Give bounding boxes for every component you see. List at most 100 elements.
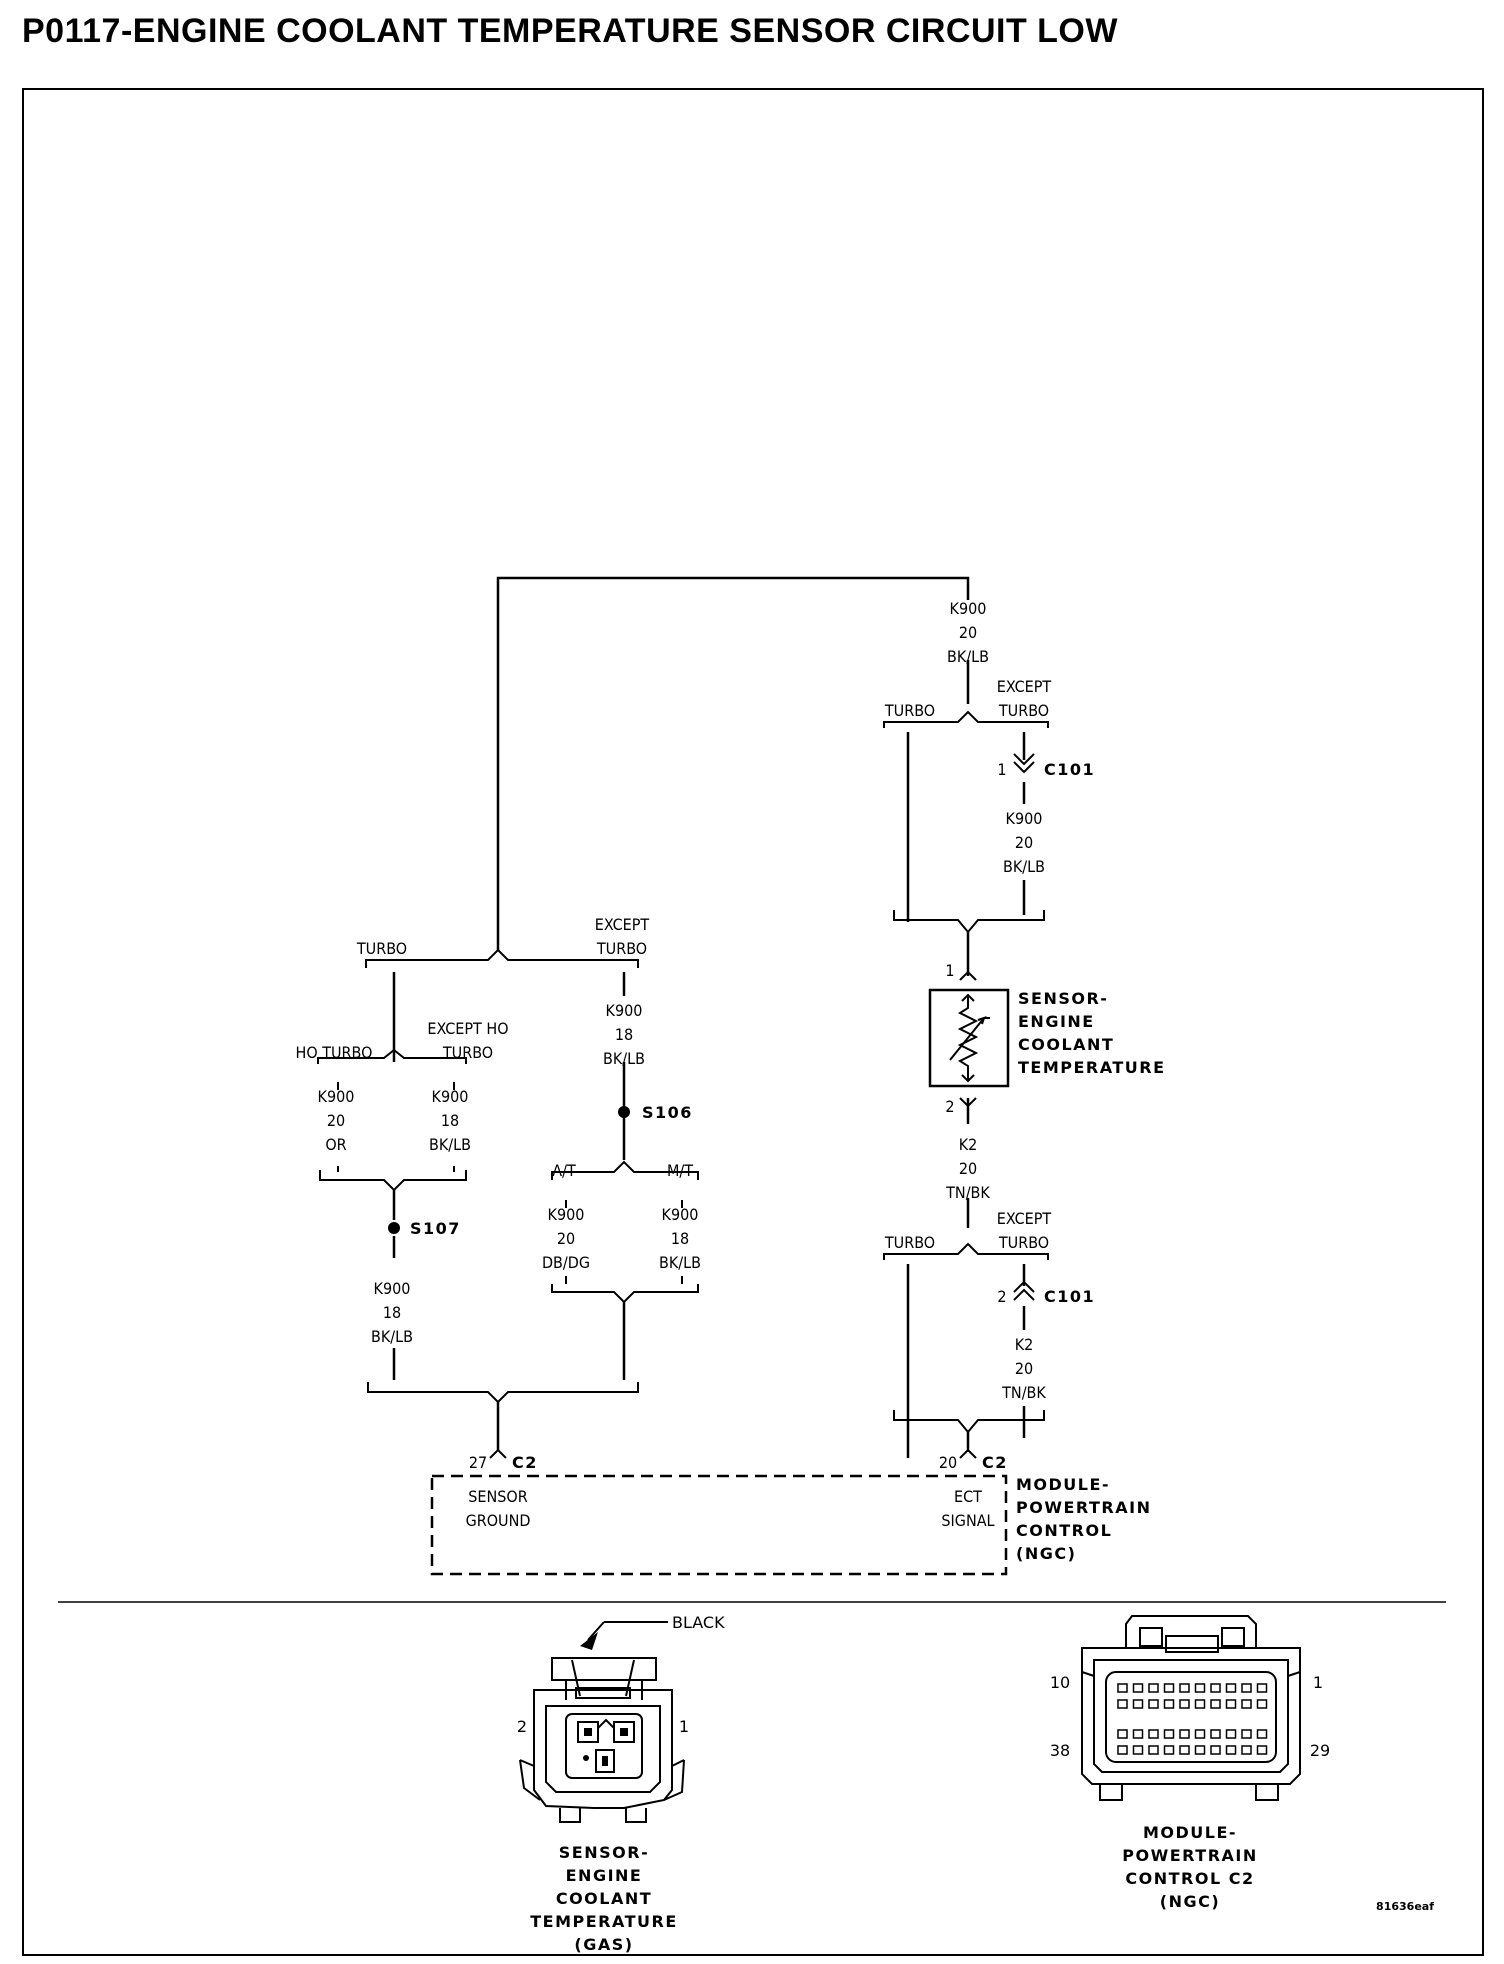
wire-label-except-turbo-circuit: K900: [606, 1001, 643, 1020]
pcm-cavity: [1163, 1683, 1175, 1693]
wire-label-c101-circuit: K900: [1006, 809, 1043, 828]
pcm-label-line-2: POWERTRAIN: [1016, 1498, 1151, 1517]
pcm-cavity: [1179, 1699, 1190, 1709]
pcm-cavity: [1225, 1729, 1237, 1739]
pcm-cavity: [1256, 1745, 1268, 1755]
wire-label-at-circuit: K900: [548, 1205, 585, 1224]
pcm-cavity: [1117, 1683, 1128, 1693]
pcm-cavity: [1210, 1683, 1221, 1693]
wire-label-except-ho-color: BK/LB: [429, 1135, 471, 1154]
wire-label-k2-upper-gauge: 20: [959, 1159, 977, 1178]
wire-label-top-gauge: 20: [959, 623, 977, 642]
pcm-pin-38: 38: [1050, 1741, 1070, 1760]
label-black: BLACK: [672, 1613, 725, 1632]
branch-except-ho-turbo: TURBO: [442, 1043, 493, 1062]
pcm-cavity: [1179, 1683, 1190, 1693]
connector-c2-pin-20: [959, 1448, 977, 1459]
pcm-cavity: [1117, 1745, 1128, 1755]
wire-label-k2-lower-gauge: 20: [1015, 1359, 1033, 1378]
pcm-cavity: [1241, 1745, 1252, 1755]
pcm-cavity: [1210, 1745, 1221, 1755]
ect-caption-line-1: SENSOR-: [559, 1843, 649, 1862]
wire-label-ho-gauge: 20: [327, 1111, 345, 1130]
wire-label-s107-gauge: 18: [383, 1303, 401, 1322]
pcm-label-line-1: MODULE-: [1016, 1475, 1110, 1494]
wire-label-k2-upper-color: TN/BK: [945, 1183, 990, 1202]
pcm-cavity: [1148, 1699, 1159, 1709]
connector-label-c101-lower: C101: [1044, 1287, 1095, 1306]
pin-c101-1: 1: [997, 760, 1006, 779]
sensor-label-line-2: ENGINE: [1018, 1012, 1095, 1031]
pcm-cavity: [1132, 1683, 1144, 1693]
wire-label-except-ho-gauge: 18: [441, 1111, 459, 1130]
ect-caption-line-5: (GAS): [574, 1935, 633, 1954]
connector-sensor-pin-1: [959, 970, 977, 981]
pcm-cavity: [1117, 1729, 1128, 1739]
diagram-frame: [22, 88, 1484, 1956]
wire-label-top-circuit: K900: [950, 599, 987, 618]
page-title: P0117-ENGINE COOLANT TEMPERATURE SENSOR …: [22, 12, 1118, 50]
connector-c101-lower: [1013, 1280, 1035, 1301]
sensor-label-line-1: SENSOR-: [1018, 989, 1108, 1008]
connector-label-c2-left: C2: [512, 1453, 538, 1472]
pcm-module-box: [430, 1474, 1008, 1576]
wire-label-k2-lower-circuit: K2: [1015, 1335, 1034, 1354]
splice-s106-dot: [618, 1106, 630, 1118]
ect-caption-line-4: TEMPERATURE: [530, 1912, 678, 1931]
pcm-cavity: [1256, 1729, 1268, 1739]
pcm-caption-line-1: MODULE-: [1143, 1823, 1237, 1842]
pcm-pin-29: 29: [1310, 1741, 1330, 1760]
pcm-cavity: [1179, 1745, 1190, 1755]
pcm-caption-line-4: (NGC): [1160, 1892, 1220, 1911]
pcm-cavity: [1163, 1729, 1175, 1739]
pcm-cavity: [1163, 1699, 1175, 1709]
wire-label-c101-gauge: 20: [1015, 833, 1033, 852]
pcm-cavity: [1132, 1729, 1144, 1739]
wire-label-s107-circuit: K900: [374, 1279, 411, 1298]
splice-s107-dot: [388, 1222, 400, 1234]
connector-label-c2-right: C2: [982, 1453, 1008, 1472]
pcm-cavity: [1148, 1729, 1159, 1739]
pin-sensor-2: 2: [945, 1097, 954, 1116]
branch-mt: M/T: [667, 1161, 693, 1180]
pcm-cavity: [1225, 1745, 1237, 1755]
pcm-cavity: [1225, 1683, 1237, 1693]
branch-except-top: EXCEPT: [997, 677, 1052, 696]
wire-label-ho-color: OR: [325, 1135, 346, 1154]
pcm-cavity: [1210, 1729, 1221, 1739]
pcm-cavity: [1194, 1745, 1206, 1755]
pcm-ect-signal-line-2: SIGNAL: [941, 1511, 994, 1530]
pin-c2-27: 27: [469, 1453, 487, 1472]
pcm-label-line-4: (NGC): [1016, 1544, 1076, 1563]
pcm-pin-10: 10: [1050, 1673, 1070, 1692]
wire-label-except-turbo-color: BK/LB: [603, 1049, 645, 1068]
pcm-cavity: [1256, 1699, 1268, 1709]
wire-label-ho-circuit: K900: [318, 1087, 355, 1106]
pcm-label-line-3: CONTROL: [1016, 1521, 1112, 1540]
pcm-cavity: [1194, 1683, 1206, 1693]
branch-except-lower: EXCEPT: [997, 1209, 1052, 1228]
wire-network: [317, 576, 1049, 1458]
pcm-cavity: [1241, 1683, 1252, 1693]
sensor-label-line-3: COOLANT: [1018, 1035, 1114, 1054]
pcm-cavity: [1163, 1745, 1175, 1755]
wire-label-mt-gauge: 18: [671, 1229, 689, 1248]
pcm-cavity: [1132, 1699, 1144, 1709]
pcm-cavity: [1225, 1699, 1237, 1709]
pcm-cavity: [1256, 1683, 1268, 1693]
branch-except-turbo-left: TURBO: [596, 939, 647, 958]
connector-c2-pin-27: [489, 1448, 507, 1459]
pcm-cavity: [1194, 1729, 1206, 1739]
wire-label-mt-color: BK/LB: [659, 1253, 701, 1272]
ect-pin-1: 1: [679, 1717, 689, 1736]
wire-label-k2-upper-circuit: K2: [959, 1135, 978, 1154]
pcm-cavity: [1241, 1699, 1252, 1709]
wire-label-s107-color: BK/LB: [371, 1327, 413, 1346]
pcm-cavity-grid: [1117, 1683, 1268, 1755]
pcm-caption-line-3: CONTROL C2: [1125, 1869, 1254, 1888]
pcm-c2-connector-view: 10 1 38 29: [1050, 1615, 1330, 1801]
wire-label-mt-circuit: K900: [662, 1205, 699, 1224]
pcm-cavity: [1241, 1729, 1252, 1739]
splice-label-s106: S106: [642, 1103, 693, 1122]
